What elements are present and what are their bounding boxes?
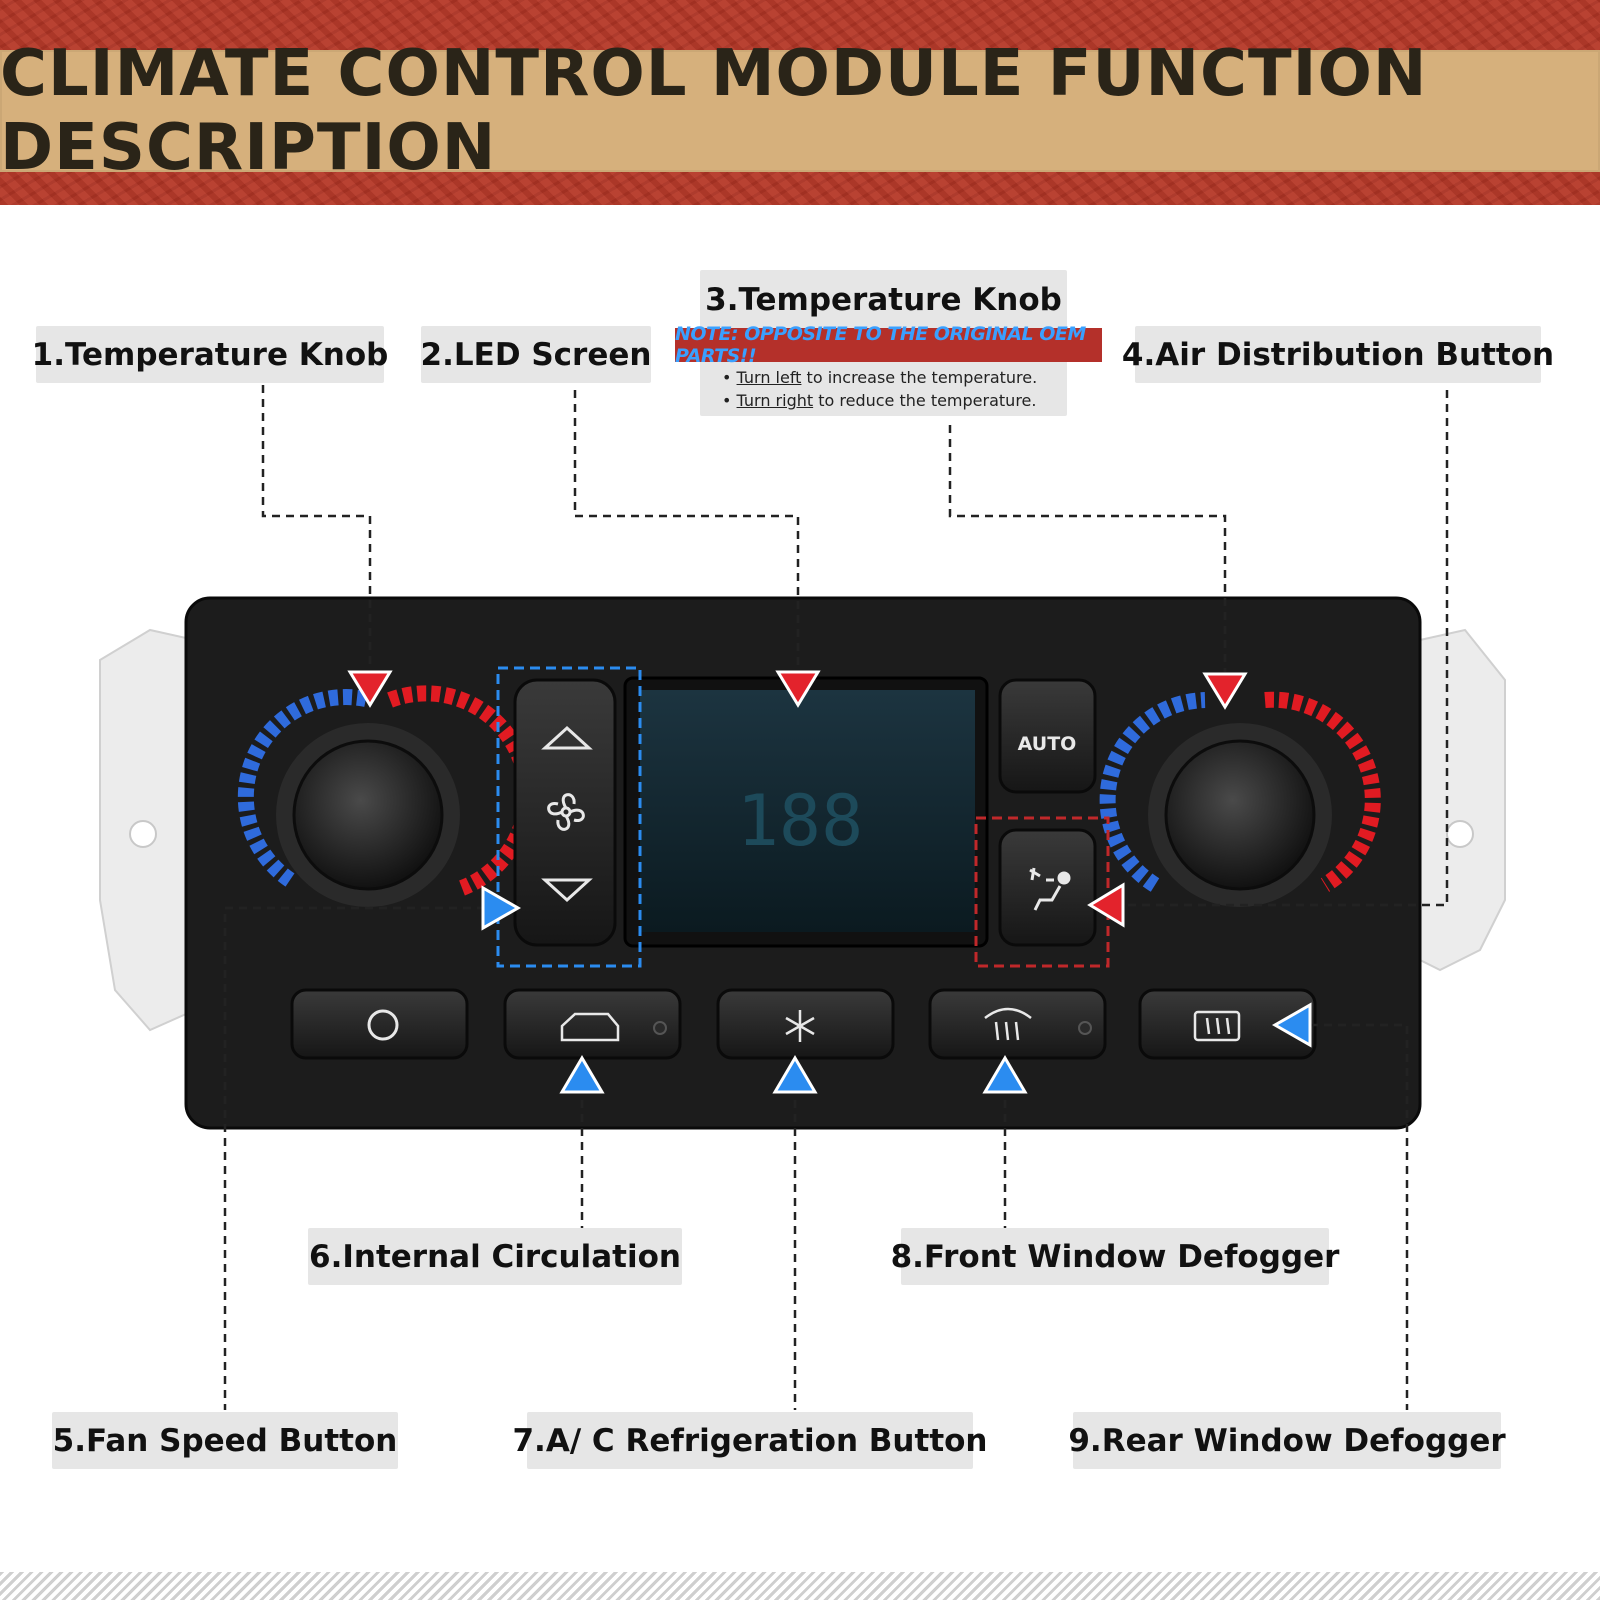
marker-ac-refrigeration [772, 1055, 818, 1094]
marker-internal-circulation [559, 1055, 605, 1094]
power-button[interactable] [290, 988, 469, 1060]
up-arrow-icon [541, 725, 593, 750]
note-line-2-text: to reduce the temperature. [813, 391, 1037, 410]
header-banner: CLIMATE CONTROL MODULE FUNCTION DESCRIPT… [0, 0, 1600, 205]
label-led-screen: 2.LED Screen [421, 326, 651, 383]
right-bracket [1419, 628, 1506, 972]
note-line-2: • Turn right to reduce the temperature. [722, 391, 1037, 410]
auto-label: AUTO [1018, 733, 1077, 755]
recirculation-button[interactable] [503, 988, 682, 1060]
fan-icon [547, 793, 585, 831]
bottom-decorative-strip [0, 1572, 1600, 1600]
marker-led-screen [775, 670, 821, 708]
note-turn-right: Turn right [736, 391, 814, 410]
air-distribution-button[interactable] [998, 828, 1097, 947]
label-temperature-knob-3: 3.Temperature Knob [705, 282, 1062, 318]
label-air-distribution: 4.Air Distribution Button [1122, 326, 1554, 383]
marker-air-distribution [1087, 882, 1125, 928]
label-rear-defogger: 9.Rear Window Defogger [1068, 1412, 1506, 1469]
fan-speed-highlight [496, 666, 642, 968]
label-internal-circulation: 6.Internal Circulation [308, 1228, 682, 1285]
marker-rear-defogger [1271, 1002, 1312, 1048]
recirculation-car-icon [560, 1012, 620, 1042]
down-arrow-icon [541, 878, 593, 903]
marker-front-defogger [982, 1055, 1028, 1094]
power-ring-icon [367, 1009, 399, 1041]
led-screen: 188 [623, 676, 989, 948]
label-temperature-knob-1: 1.Temperature Knob [32, 326, 388, 383]
label-front-defogger: 8.Front Window Defogger [891, 1228, 1339, 1285]
right-temperature-knob[interactable] [1099, 691, 1381, 907]
ac-snowflake-icon [785, 1010, 815, 1042]
front-defrost-icon [984, 1007, 1032, 1041]
rear-defrost-icon [1193, 1010, 1241, 1042]
screen-digits: 188 [737, 780, 863, 862]
label-fan-speed: 5.Fan Speed Button [52, 1412, 398, 1469]
note-line-1-text: to increase the temperature. [801, 368, 1038, 387]
note-warning: NOTE: OPPOSITE TO THE ORIGINAL OEM PARTS… [675, 323, 1102, 367]
markers [347, 670, 1312, 1094]
leader-lines [223, 385, 1449, 1410]
auto-button[interactable]: AUTO [998, 678, 1097, 794]
rear-defrost-button[interactable] [1138, 988, 1317, 1060]
left-bracket [99, 628, 196, 1032]
marker-fan-speed [481, 885, 522, 931]
marker-temperature-knob-3 [1202, 672, 1248, 710]
air-distribution-icon [1029, 867, 1071, 911]
fan-speed-button[interactable] [513, 678, 617, 947]
front-defrost-button[interactable] [928, 988, 1107, 1060]
marker-temperature-knob-1 [347, 670, 393, 708]
ac-button[interactable] [716, 988, 895, 1060]
note-line-1: • Turn left to increase the temperature. [722, 368, 1038, 387]
left-temperature-knob[interactable] [237, 685, 535, 907]
note-turn-left: Turn left [736, 368, 802, 387]
air-distribution-highlight [974, 816, 1110, 968]
label-ac-refrigeration: 7.A/ C Refrigeration Button [512, 1412, 988, 1469]
